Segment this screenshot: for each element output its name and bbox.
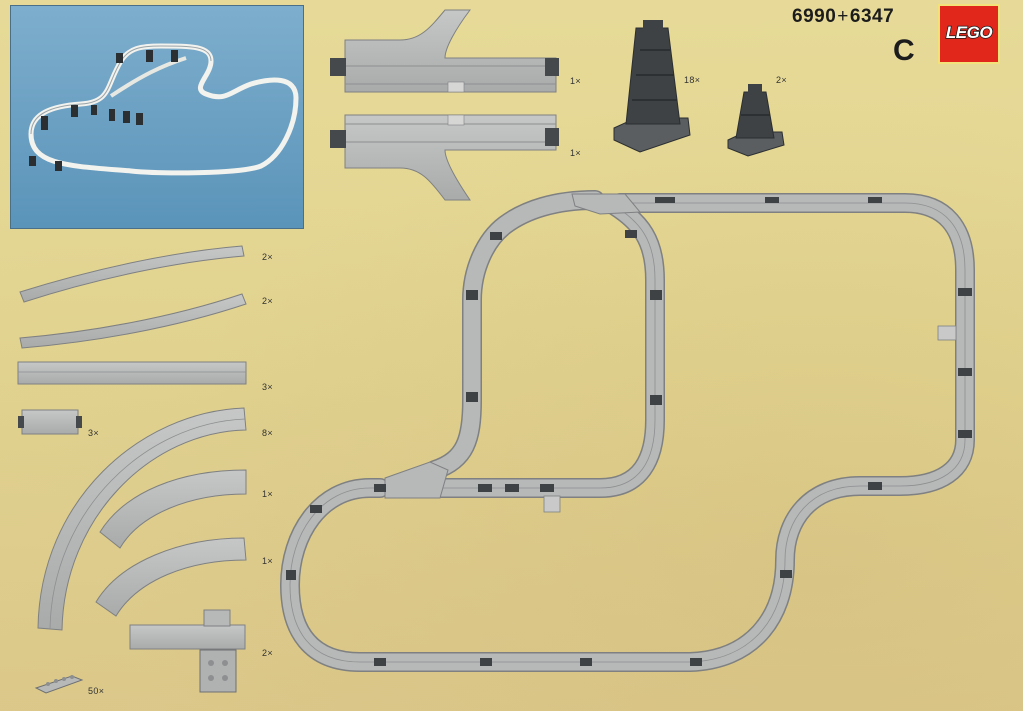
qty-curve-large: 8× [262, 428, 274, 438]
qty-switch-right: 1× [570, 148, 582, 158]
layout-support [580, 658, 592, 666]
main-track-layout [279, 190, 975, 672]
page-letter: C [893, 34, 915, 67]
short-pillar-part [727, 84, 785, 157]
layout-support [868, 482, 882, 490]
preview-pillar [109, 109, 115, 121]
qty-flex-curve-b: 2× [262, 296, 274, 306]
layout-support [540, 484, 554, 492]
qty-straight-short: 3× [88, 428, 100, 438]
preview-track-drawing [28, 43, 299, 176]
flex-curve-part-b [19, 293, 247, 349]
small-curve-part-b [95, 537, 247, 617]
qty-short-pillar: 2× [776, 75, 788, 85]
layout-support [478, 484, 492, 492]
layout-support [466, 290, 478, 300]
qty-curve-small-b: 1× [262, 556, 274, 566]
layout-support [286, 570, 296, 580]
layout-support [374, 484, 386, 492]
qty-switch-left: 1× [570, 76, 582, 86]
layout-switch-bottom [384, 461, 449, 499]
layout-support [490, 232, 502, 240]
preview-pillar [91, 105, 97, 115]
layout-support [310, 505, 322, 513]
straight-track-long-part [17, 361, 247, 385]
layout-support [374, 658, 386, 666]
layout-switch-top [571, 193, 642, 215]
preview-pillar [71, 105, 78, 117]
layout-support [466, 392, 478, 402]
layout-support [780, 570, 792, 578]
set-number-plus: + [837, 6, 849, 27]
layout-support [690, 658, 702, 666]
preview-pillar [55, 161, 62, 171]
preview-pillar [41, 116, 48, 130]
preview-pillar [146, 50, 153, 62]
preview-pillar [29, 156, 36, 166]
ramp-track-part [129, 609, 246, 693]
layout-support [958, 368, 972, 376]
layout-support [765, 197, 779, 203]
set-number-b: 6347 [849, 6, 895, 27]
preview-pillar [171, 50, 178, 62]
preview-track-crossing [109, 56, 187, 98]
switch-track-left [330, 9, 559, 93]
layout-support [958, 288, 972, 296]
qty-straight-long: 3× [262, 382, 274, 392]
tall-pillar-part [613, 20, 691, 153]
outer-loop-track-edge [279, 193, 975, 672]
layout-supports [286, 197, 972, 666]
inner-loop-track [421, 191, 664, 497]
qty-ramp-station: 2× [262, 648, 274, 658]
layout-support [655, 197, 675, 203]
small-curve-part-a [99, 469, 247, 549]
flex-curve-part-a [19, 245, 245, 303]
preview-pillar [136, 113, 143, 125]
layout-support [650, 395, 662, 405]
qty-curve-small-a: 1× [262, 489, 274, 499]
large-curve-part [37, 407, 247, 631]
track-center-rail [289, 202, 966, 663]
qty-flex-curve-a: 2× [262, 252, 274, 262]
qty-tall-pillar: 18× [684, 75, 701, 85]
layout-support [650, 290, 662, 300]
preview-pillar [116, 53, 123, 63]
qty-plate-1x4: 50× [88, 686, 105, 696]
preview-pillar [123, 111, 130, 123]
plate-1x4-part [34, 675, 84, 694]
layout-preview-photo [10, 5, 304, 229]
set-numbers: 6990+6347 [792, 6, 894, 28]
lego-logo-text: LEGO [945, 22, 993, 43]
layout-station-blocks [543, 325, 957, 513]
straight-track-short-part [18, 409, 82, 435]
layout-support [868, 197, 882, 203]
layout-support [625, 230, 637, 238]
layout-support [505, 484, 519, 492]
layout-support [480, 658, 492, 666]
set-number-a: 6990 [792, 6, 837, 27]
preview-pillars [29, 50, 178, 171]
layout-support [958, 430, 972, 438]
lego-logo: LEGO [938, 4, 1000, 64]
outer-loop-track [281, 194, 974, 671]
switch-track-right [330, 114, 559, 201]
